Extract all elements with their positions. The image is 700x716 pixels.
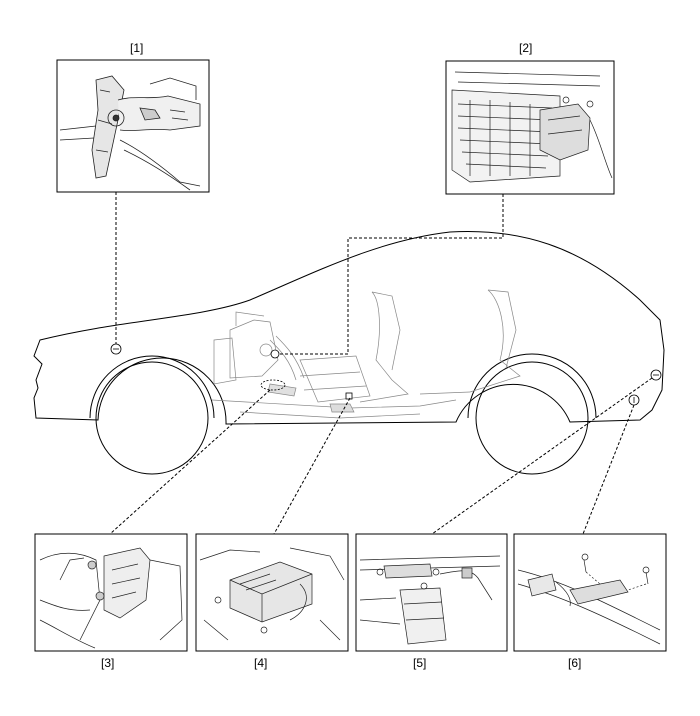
rear-module-markers <box>110 343 662 406</box>
detail-box-4 <box>195 533 349 652</box>
detail-box-5 <box>355 533 508 652</box>
location-marker-4 <box>345 392 353 400</box>
callout-label-3: [3] <box>101 656 114 670</box>
callout-label-2: [2] <box>519 41 532 55</box>
callout-label-5: [5] <box>413 656 426 670</box>
interior-details <box>211 289 521 419</box>
callout-label-6: [6] <box>568 656 581 670</box>
leader-line-3 <box>109 389 271 535</box>
leader-line-6 <box>582 404 635 535</box>
callout-label-4: [4] <box>254 656 267 670</box>
detail-box-3 <box>34 533 188 652</box>
car-side-outline <box>33 230 665 475</box>
leader-line-4 <box>273 397 351 535</box>
front-wheel <box>95 361 209 475</box>
location-marker-3 <box>260 379 286 391</box>
leader-line-2 <box>280 194 504 355</box>
rear-wheel <box>475 361 589 475</box>
callout-label-1: [1] <box>130 41 143 55</box>
detail-box-2 <box>445 60 615 195</box>
location-marker-2 <box>270 349 280 359</box>
leader-lines <box>109 192 653 535</box>
leader-line-5 <box>431 377 653 535</box>
detail-box-1 <box>56 59 210 193</box>
detail-box-6 <box>513 533 667 652</box>
